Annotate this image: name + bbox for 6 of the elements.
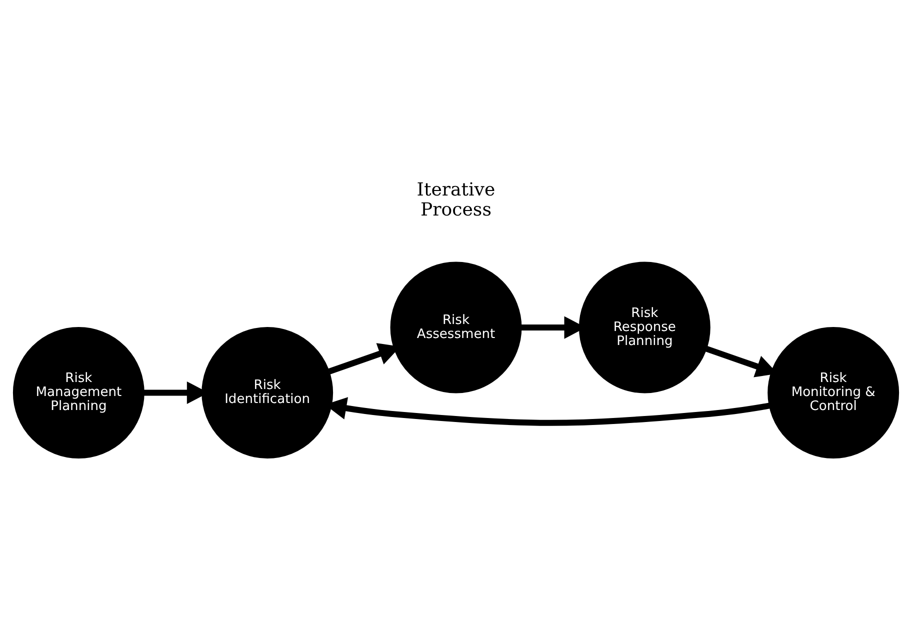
node-circle: Risk Identification [201,326,333,458]
node-circle: Risk Monitoring & Control [767,326,899,458]
node-circle: Risk Assessment [390,261,522,393]
node-circle: Risk Management Planning [12,326,144,458]
label: Iterative Process [416,178,495,220]
node-circle: Risk Response Planning [578,261,710,393]
